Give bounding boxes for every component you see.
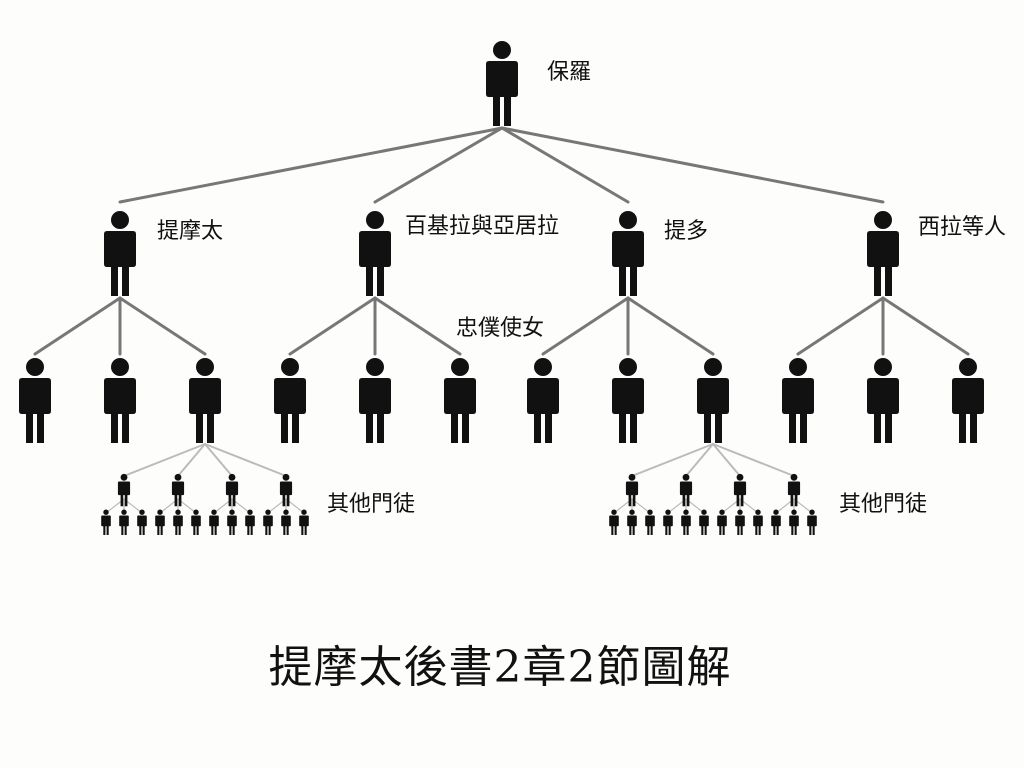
faint-connector-line bbox=[204, 443, 233, 477]
person-icon-root bbox=[486, 41, 518, 126]
connector-line bbox=[118, 126, 504, 204]
branch-label-priscilla-aquila: 百基拉與亞居拉 bbox=[405, 214, 560, 239]
tiny-person-icon bbox=[663, 509, 673, 535]
person-icon-level2 bbox=[952, 358, 984, 443]
tiny-person-icon bbox=[209, 509, 219, 535]
other-disciples-label-right: 其他門徒 bbox=[839, 492, 928, 517]
connector-line bbox=[118, 296, 207, 356]
person-icon-level2 bbox=[782, 358, 814, 443]
tiny-person-icon bbox=[735, 509, 745, 535]
tiny-person-icon bbox=[191, 509, 201, 535]
person-icon-level2 bbox=[527, 358, 559, 443]
tiny-person-icon bbox=[263, 509, 273, 535]
person-icon-level2 bbox=[189, 358, 221, 443]
connector-line bbox=[288, 296, 377, 356]
tiny-person-icon bbox=[645, 509, 655, 535]
faint-connector-line bbox=[204, 443, 287, 477]
tiny-person-icon bbox=[807, 509, 817, 535]
tiny-person-icon bbox=[771, 509, 781, 535]
person-icon-level2 bbox=[444, 358, 476, 443]
tiny-person-icon bbox=[101, 509, 111, 535]
tiny-person-icon bbox=[173, 509, 183, 535]
tiny-person-icon bbox=[299, 509, 309, 535]
branch-label-timothy: 提摩太 bbox=[157, 219, 224, 244]
connector-line bbox=[500, 126, 885, 204]
tiny-person-icon bbox=[681, 509, 691, 535]
root-label-paul: 保羅 bbox=[547, 60, 592, 85]
faint-connector-line bbox=[123, 443, 206, 477]
person-icon-level2 bbox=[612, 358, 644, 443]
faint-connector-line bbox=[177, 443, 206, 477]
diagram-caption: 提摩太後書2章2節圖解 bbox=[268, 642, 732, 693]
tiny-person-icon bbox=[227, 509, 237, 535]
connector-line bbox=[373, 296, 462, 356]
faint-connector-line bbox=[712, 443, 741, 477]
tiny-person-icon bbox=[609, 509, 619, 535]
faint-connector-line bbox=[631, 443, 714, 477]
tiny-person-icon bbox=[137, 509, 147, 535]
tiny-person-icon bbox=[753, 509, 763, 535]
tiny-person-icon bbox=[627, 509, 637, 535]
person-icon-level1 bbox=[359, 211, 391, 296]
person-icon-level1 bbox=[612, 211, 644, 296]
person-icon-level1 bbox=[104, 211, 136, 296]
connector-line bbox=[500, 126, 630, 204]
tiny-person-icon bbox=[245, 509, 255, 535]
connector-line bbox=[373, 126, 504, 204]
tiny-person-icon bbox=[717, 509, 727, 535]
branch-label-silas-others: 西拉等人 bbox=[918, 215, 1007, 240]
connector-line bbox=[796, 296, 885, 356]
connector-line bbox=[541, 296, 630, 356]
person-icon-level2 bbox=[697, 358, 729, 443]
person-icon-level1 bbox=[867, 211, 899, 296]
connector-line bbox=[881, 296, 970, 356]
person-icon-level2 bbox=[359, 358, 391, 443]
tiny-person-icon bbox=[789, 509, 799, 535]
faint-connector-line bbox=[685, 443, 714, 477]
faithful-servants-label: 忠僕使女 bbox=[456, 316, 545, 341]
person-icon-level2 bbox=[104, 358, 136, 443]
other-disciples-label-left: 其他門徒 bbox=[327, 492, 416, 517]
branch-label-titus: 提多 bbox=[664, 219, 709, 244]
connector-line bbox=[33, 296, 122, 356]
tiny-person-icon bbox=[699, 509, 709, 535]
person-icon-level2 bbox=[274, 358, 306, 443]
faint-connector-line bbox=[712, 443, 795, 477]
tiny-person-icon bbox=[281, 509, 291, 535]
person-icon-level2 bbox=[19, 358, 51, 443]
person-icon-level2 bbox=[867, 358, 899, 443]
connector-line bbox=[626, 296, 715, 356]
tiny-person-icon bbox=[155, 509, 165, 535]
tiny-person-icon bbox=[119, 509, 129, 535]
